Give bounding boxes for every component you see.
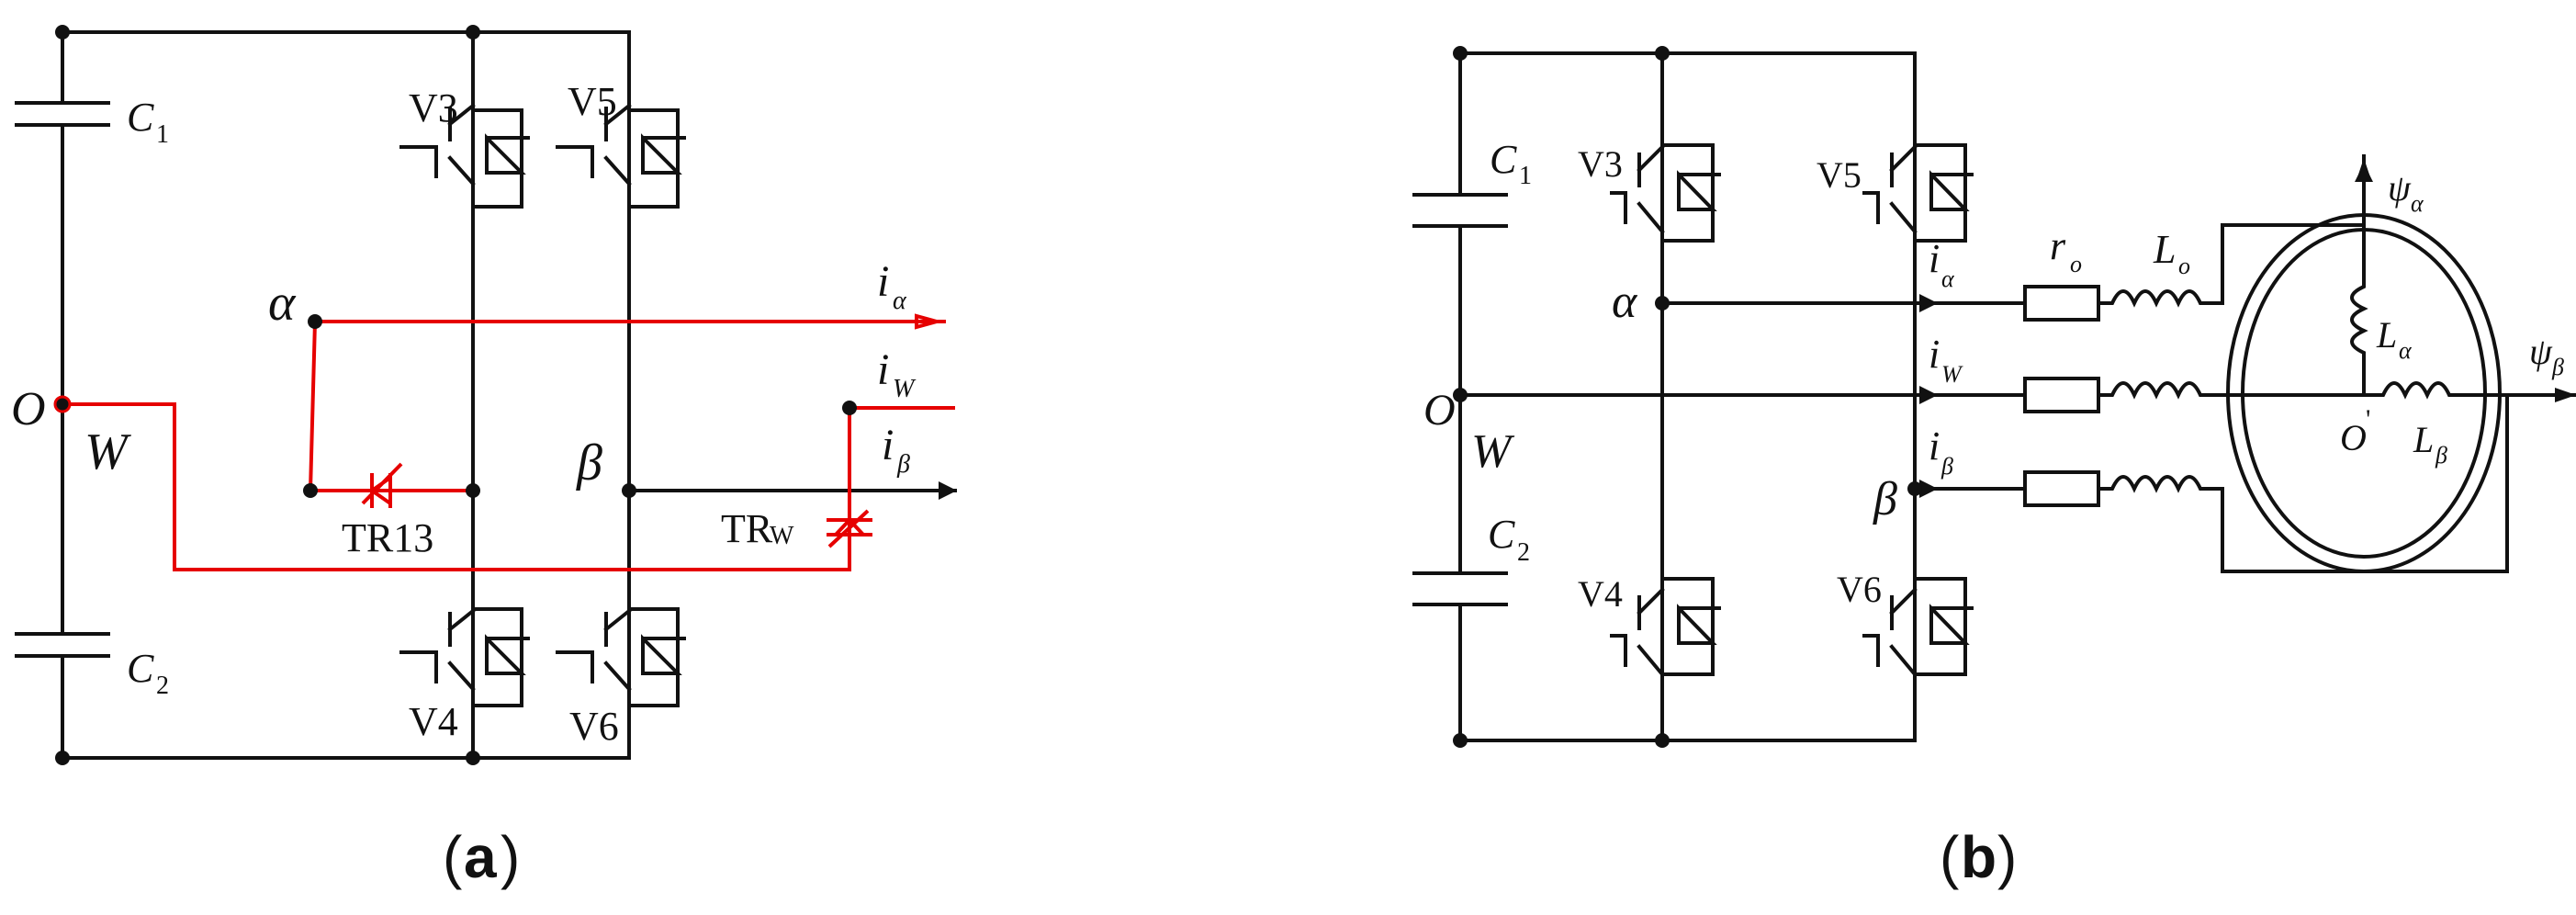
caption-b-letter: b [1961, 824, 1997, 890]
i-w-label: i [877, 345, 889, 394]
panel-b: C 1 C 2 V3 V5 V4 V6 [1412, 46, 2576, 890]
v6-label: V6 [569, 704, 619, 749]
i-alpha-subscript: α [893, 287, 907, 315]
triac-tr13: TR13 [342, 462, 433, 560]
c2-subscript: 2 [156, 672, 169, 700]
trw-label: TR [721, 506, 773, 551]
node-o-label: O [11, 383, 46, 435]
caption-b-close: ) [1997, 824, 2017, 890]
c1-b-label: C [1490, 137, 1517, 182]
i-beta-b-subscript: β [1940, 453, 1953, 480]
l-beta-subscript: β [2435, 442, 2447, 469]
v3-label: V3 [409, 85, 458, 130]
i-w-b-subscript: W [1941, 361, 1963, 388]
capacitor-c1-b: C 1 [1412, 137, 1532, 228]
node-beta-b-label: β [1873, 473, 1897, 525]
l-alpha-subscript: α [2399, 337, 2413, 364]
dc-bus-wires-b [1458, 51, 2027, 742]
igbt-v5-b: V5 [1817, 143, 1974, 243]
i-beta-b-label: i [1929, 424, 1940, 469]
motor-winding: L α L β O ' ψ α ψ β [2221, 154, 2576, 573]
node-o-b-label: O [1423, 386, 1456, 435]
v4-label: V4 [409, 699, 458, 744]
caption-a-open: ( [443, 824, 462, 890]
i-w-b-label: i [1929, 332, 1940, 377]
c1-label: C [127, 95, 154, 140]
i-beta-label: i [882, 421, 894, 469]
caption-b-open: ( [1940, 824, 1959, 890]
r-o-label: r [2050, 223, 2066, 268]
junction-dots [53, 25, 857, 765]
igbt-v5: V5 [556, 79, 686, 209]
igbt-v4: V4 [399, 607, 530, 744]
igbt-v3-b: V3 [1578, 143, 1721, 243]
igbt-v3: V3 [399, 85, 530, 209]
highlight-path [62, 313, 955, 571]
igbt-v4-b: V4 [1578, 573, 1721, 677]
v3-b-label: V3 [1578, 143, 1623, 185]
current-labels-b: i α i W i β [1929, 236, 1963, 480]
dc-bus-wires [61, 30, 957, 760]
capacitor-c1: C 1 [15, 95, 169, 149]
c2-label: C [127, 646, 154, 691]
capacitor-c2: C 2 [15, 632, 169, 700]
trw-subscript: W [770, 522, 794, 550]
i-alpha-b-label: i [1929, 236, 1940, 281]
i-beta-subscript: β [896, 450, 910, 479]
i-alpha-b-subscript: α [1941, 265, 1955, 292]
l-beta-label: L [2413, 419, 2434, 460]
igbt-v6: V6 [556, 607, 686, 749]
caption-a-letter: a [464, 824, 497, 890]
psi-beta-label: ψ [2529, 331, 2553, 372]
node-beta-label: β [576, 435, 602, 491]
junction-dots-b [1453, 46, 1922, 748]
v6-b-label: V6 [1837, 569, 1882, 610]
panel-a: C 1 C 2 V3 V5 V4 V6 [11, 25, 957, 890]
triac-trw: TR W [721, 506, 872, 551]
node-w-b-label: W [1471, 425, 1515, 478]
line-impedances: r o L o [2023, 223, 2224, 507]
psi-alpha-subscript: α [2411, 190, 2424, 217]
i-w-subscript: W [893, 375, 917, 403]
caption-a-close: ) [501, 824, 520, 890]
o-prime-mark: ' [2366, 404, 2370, 435]
o-prime-label: O [2340, 417, 2367, 458]
v4-b-label: V4 [1578, 573, 1623, 615]
node-w-label: W [84, 424, 131, 480]
v5-b-label: V5 [1817, 154, 1862, 196]
v5-label: V5 [568, 79, 617, 124]
node-alpha-label: α [268, 275, 297, 332]
igbt-v6-b: V6 [1837, 569, 1974, 677]
l-o-subscript: o [2178, 253, 2190, 279]
r-o-subscript: o [2070, 251, 2082, 277]
l-o-label: L [2153, 227, 2176, 272]
l-alpha-label: L [2376, 314, 2397, 356]
tr13-label: TR13 [342, 515, 433, 560]
capacitor-c2-b: C 2 [1412, 512, 1530, 606]
current-labels: i α i W i β [877, 257, 917, 479]
psi-beta-subscript: β [2551, 354, 2564, 380]
c1-b-subscript: 1 [1519, 162, 1532, 190]
c2-b-label: C [1488, 512, 1515, 557]
c1-subscript: 1 [156, 120, 169, 149]
psi-alpha-label: ψ [2388, 167, 2412, 209]
node-alpha-b-label: α [1612, 276, 1638, 328]
i-alpha-label: i [877, 257, 889, 306]
c2-b-subscript: 2 [1517, 538, 1530, 567]
